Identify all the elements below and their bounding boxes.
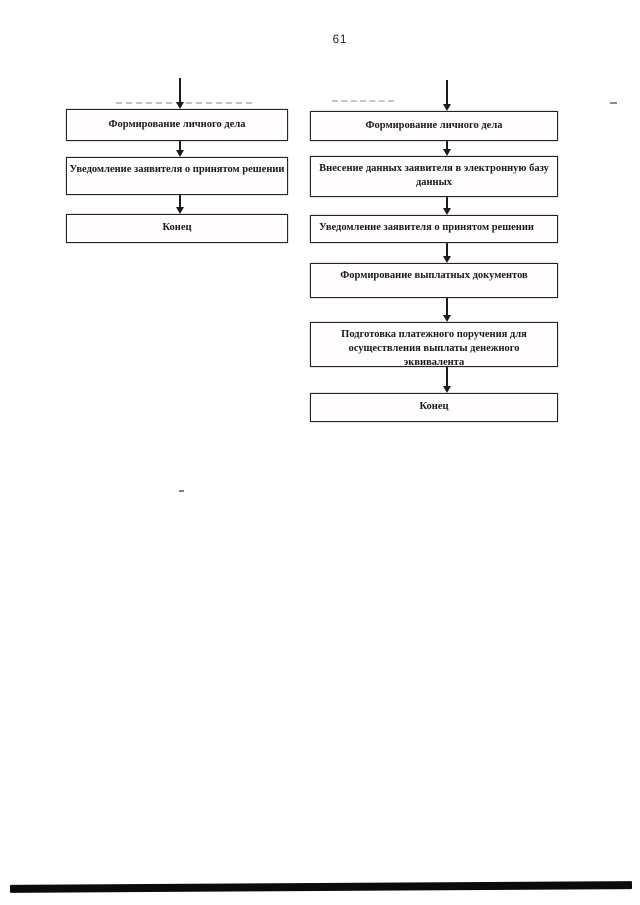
- down-arrow-icon: [442, 243, 451, 263]
- flow-node-right-form-personal-file: Формирование личного дела: [310, 111, 558, 141]
- scan-artifact-dashes-right: [332, 100, 394, 102]
- flow-node-right-enter-data-database: Внесение данных заявителя в электронную …: [310, 156, 558, 197]
- flow-node-left-form-personal-file: Формирование личного дела: [66, 109, 288, 141]
- down-arrow-icon: [442, 141, 451, 156]
- page-number: 61: [332, 34, 348, 46]
- flow-node-left-end: Конец: [66, 214, 288, 243]
- down-arrow-icon: [175, 78, 184, 109]
- flow-node-right-form-payment-documents: Формирование выплатных документов: [310, 263, 558, 298]
- flow-node-right-prepare-payment-order: Подготовка платежного поручения для осущ…: [310, 322, 558, 368]
- page-bottom-rule: [9, 881, 633, 893]
- down-arrow-icon: [175, 195, 184, 214]
- down-arrow-icon: [442, 197, 451, 215]
- scan-artifact-dot-top-right: [610, 102, 617, 104]
- flow-node-right-notify-applicant: Уведомление заявителя о принятом решении: [310, 215, 558, 243]
- scan-artifact-dot-middle: [179, 490, 184, 492]
- down-arrow-icon: [442, 298, 451, 322]
- flow-node-right-end: Конец: [310, 393, 558, 422]
- flow-node-left-notify-applicant: Уведомление заявителя о принятом решении: [66, 157, 288, 195]
- down-arrow-icon: [442, 80, 451, 111]
- scan-artifact-dashes-left: [116, 102, 252, 104]
- down-arrow-icon: [442, 367, 451, 393]
- down-arrow-icon: [175, 140, 184, 157]
